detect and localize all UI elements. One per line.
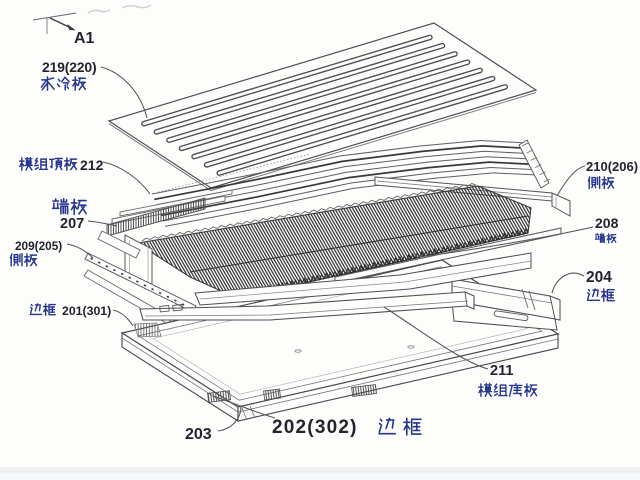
svg-text:204: 204 xyxy=(586,269,612,286)
svg-text:211: 211 xyxy=(490,363,513,379)
svg-text:219(220): 219(220) xyxy=(42,59,96,75)
svg-text:202(302): 202(302) xyxy=(272,417,358,438)
svg-text:A1: A1 xyxy=(74,30,95,47)
svg-text:203: 203 xyxy=(185,426,212,443)
svg-text:207: 207 xyxy=(60,216,84,232)
svg-text:209(205): 209(205) xyxy=(15,239,62,253)
svg-text:201(301): 201(301) xyxy=(62,304,111,318)
svg-text:210(206): 210(206) xyxy=(586,159,638,174)
svg-text:212: 212 xyxy=(80,157,104,173)
svg-text:208: 208 xyxy=(595,215,619,231)
